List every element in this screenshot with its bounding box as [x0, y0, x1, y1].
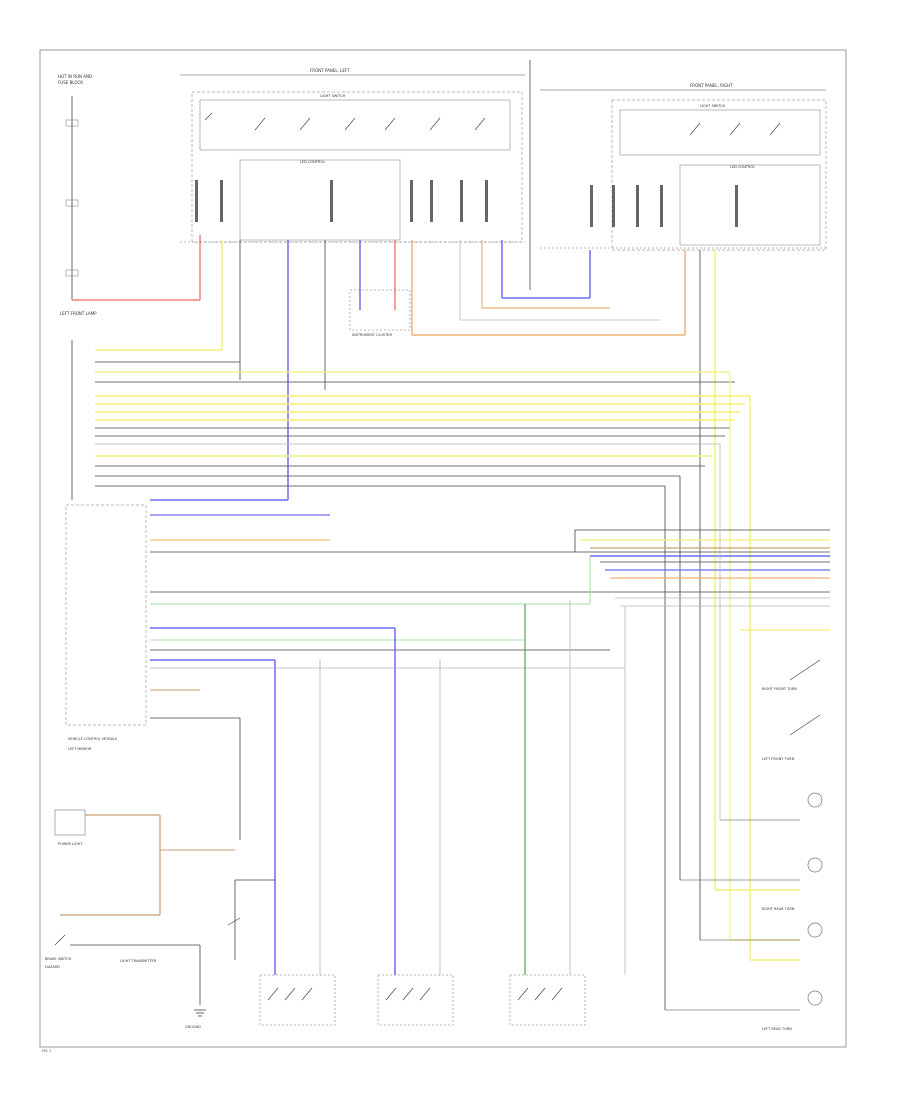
front-panel-left-label: FRONT PANEL, LEFT [310, 68, 350, 73]
bulb-icon [807, 792, 823, 808]
ground-label: GROUND [185, 1025, 201, 1029]
hazard-label: HAZARD [45, 965, 60, 969]
front-panel-right-label: FRONT PANEL, RIGHT [690, 83, 733, 88]
led-control-right-label: LED CONTROL [730, 165, 755, 169]
vehicle-control-module: VEHICLE CONTROL MODULE LEFT MIRROR [65, 504, 830, 840]
right-front-turn-label: RIGHT FRONT TURN [762, 687, 797, 691]
lower-feeds [274, 600, 626, 975]
left-rear-turn-label: LEFT REAR TURN [762, 1027, 792, 1031]
right-rear-turn-label: RIGHT REAR TURN [762, 907, 795, 911]
left-front-lamp-label: LEFT FRONT LAMP [60, 311, 97, 316]
bulb-icon [807, 922, 823, 938]
light-transmitter-label: LIGHT TRANSMITTER [120, 959, 157, 963]
fuse-block: HOT IN RUN AND FUSE BLOCK [58, 74, 201, 301]
bulb-icon [807, 990, 823, 1006]
bulb-icon [807, 857, 823, 873]
right-lamps: RIGHT FRONT TURN LEFT FRONT TURN RIGHT R… [665, 444, 830, 1031]
page-mark: FIG 1 [42, 1049, 51, 1053]
ground-icon [194, 1009, 206, 1017]
instrument-cluster: INSTRUMENT CLUSTER [349, 289, 411, 337]
panel-wires [150, 240, 716, 940]
led-control-left-label: LED CONTROL [300, 160, 325, 164]
left-front-lamp: LEFT FRONT LAMP [60, 311, 751, 1010]
brake-switch-label: BRAKE SWITCH [45, 957, 72, 961]
diagram-border [39, 49, 847, 1048]
light-switch-left-label: LIGHT SWITCH [320, 94, 346, 98]
bottom-modules [259, 974, 586, 1026]
instrument-cluster-label: INSTRUMENT CLUSTER [352, 333, 392, 337]
fuse-block-label: FUSE BLOCK [58, 80, 83, 85]
hot-in-run-label: HOT IN RUN AND [58, 74, 92, 79]
left-front-turn-label: LEFT FRONT TURN [762, 757, 795, 761]
vehicle-control-label: VEHICLE CONTROL MODULE [68, 737, 117, 741]
left-mirror-label: LEFT MIRROR [68, 747, 92, 751]
light-switch-right-label: LIGHT SWITCH [700, 104, 726, 108]
front-panel-left: FRONT PANEL, LEFT LIGHT SWITCH LED CONTR… [180, 68, 525, 243]
power-light: POWER LIGHT BRAKE SWITCH HAZARD LIGHT TR… [45, 809, 275, 1029]
power-light-label: POWER LIGHT [58, 842, 83, 846]
front-panel-right: FRONT PANEL, RIGHT LIGHT SWITCH LED CONT… [529, 60, 827, 290]
